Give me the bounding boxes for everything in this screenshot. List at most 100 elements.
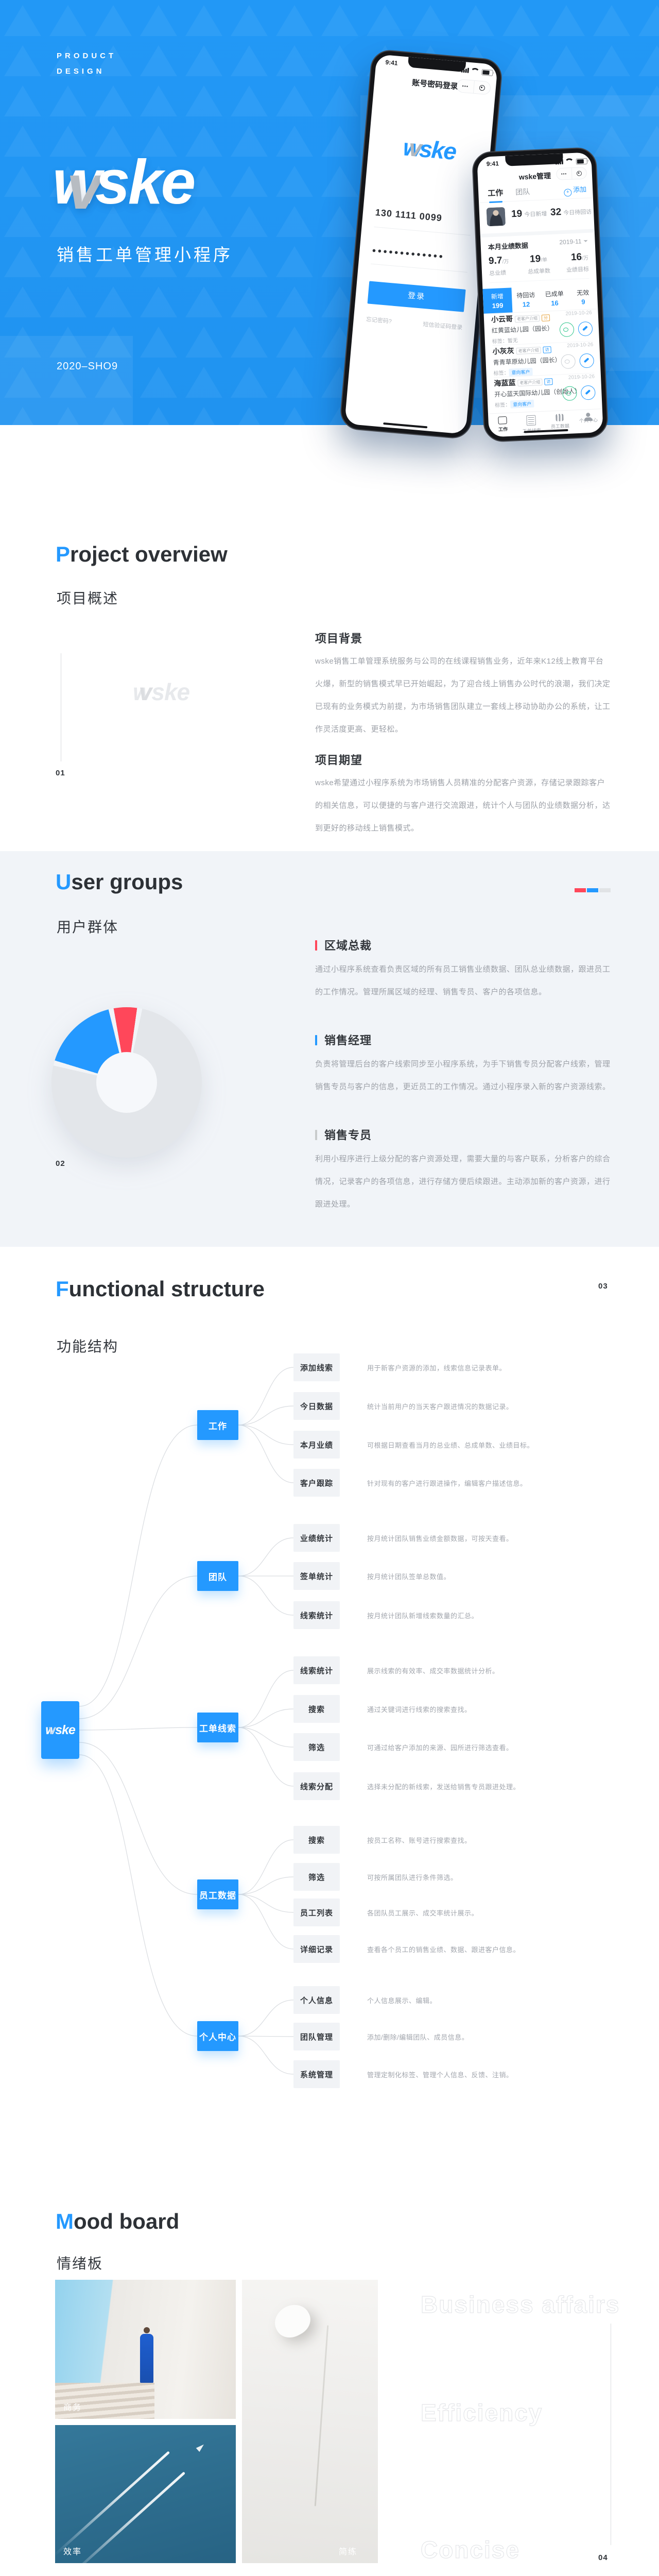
wechat-icon[interactable] — [561, 354, 576, 369]
mindmap-node-desc: 按员工名称、账号进行搜索查找。 — [367, 1837, 472, 1844]
businessman-figure — [138, 2327, 155, 2389]
nav-item-work[interactable]: 工作 — [488, 413, 517, 437]
mindmap-node-desc: 针对现有的客户进行跟进操作，编辑客户描述信息。 — [367, 1480, 527, 1487]
login-screen: 9:41 账号密码登录 ••• wvske 130 1111 0099 ●●●●… — [344, 54, 498, 434]
mindmap-node: 系统管理 — [293, 2060, 340, 2088]
mindmap-node-desc: 用于新客户资源的添加，线索信息记录表单。 — [367, 1364, 507, 1372]
contrail — [68, 2471, 186, 2563]
more-icon[interactable]: ••• — [556, 168, 573, 180]
bar-chart-icon — [556, 414, 564, 421]
stat-orders: 19/单总成单数 — [527, 253, 551, 275]
user-groups-title: User groups — [56, 870, 183, 894]
more-icon[interactable]: ••• — [457, 79, 475, 93]
mindmap-node: 员工列表 — [293, 1899, 340, 1926]
mindmap-node: 详细记录 — [293, 1935, 340, 1963]
battery-icon — [576, 158, 588, 165]
mindmap-node-desc: 各团队员工展示、成交率统计展示。 — [367, 1909, 479, 1917]
month-data-title: 本月业绩数据 — [488, 241, 529, 251]
mindmap-node: 添加线索 — [293, 1353, 340, 1381]
forgot-password-link[interactable]: 忘记密码? — [366, 316, 392, 325]
steps-texture — [55, 2382, 155, 2419]
month-picker[interactable]: 2019-11 — [559, 238, 588, 246]
sms-login-link[interactable]: 短信验证码登录 — [422, 321, 463, 331]
mindmap-node-desc: 按月统计团队销售业绩金额数据，可按天查看。 — [367, 1535, 513, 1543]
mood-photo-lamp: 简练 — [242, 2280, 378, 2563]
mindmap-node: 团队管理 — [293, 2023, 340, 2050]
mindmap-node: 线索统计 — [293, 1656, 340, 1684]
input-underline — [374, 226, 471, 236]
mood-title: Mood board — [56, 2209, 180, 2233]
mindmap-node: 搜索 — [293, 1695, 340, 1723]
add-button[interactable]: +添加 — [564, 184, 587, 197]
wechat-icon[interactable] — [559, 322, 575, 337]
close-circle-icon[interactable] — [474, 84, 490, 91]
phone-call-icon[interactable] — [580, 385, 596, 400]
tab-team[interactable]: 团队 — [515, 187, 530, 196]
mindmap-node-desc: 查看各个员工的销售业绩、数据、跟进客户信息。 — [367, 1946, 521, 1954]
login-links: 忘记密码? 短信验证码登录 — [366, 315, 463, 331]
legend-red — [575, 888, 586, 892]
mindmap-branch: 工单线索 — [197, 1713, 238, 1742]
lamp-stem — [314, 2325, 329, 2506]
mindmap-node: 业绩统计 — [293, 1524, 340, 1552]
avatar[interactable] — [486, 207, 506, 227]
overview-title: Project overview — [56, 542, 228, 566]
watermark-logo: wvske — [133, 679, 190, 705]
nav-item-profile[interactable]: 个人中心 — [574, 409, 603, 434]
page-number: 02 — [56, 1159, 65, 1168]
mindmap-node: 客户跟踪 — [293, 1469, 340, 1497]
mindmap-node: 本月业绩 — [293, 1431, 340, 1459]
login-button[interactable]: 登录 — [367, 281, 466, 312]
photo-label: 效率 — [63, 2548, 82, 2556]
phone-number-input[interactable]: 130 1111 0099 — [375, 207, 443, 224]
mindmap-branch: 个人中心 — [197, 2021, 238, 2051]
group-heading: 销售经理 — [315, 1031, 372, 1048]
phone-call-icon[interactable] — [578, 321, 593, 336]
wifi-icon — [470, 67, 480, 78]
mindmap-node-desc: 按月统计团队新增线索数量的汇总。 — [367, 1612, 479, 1620]
wechat-icon[interactable] — [562, 386, 578, 401]
page-number: 04 — [598, 2553, 608, 2562]
mood-keyword: Concise — [420, 2536, 520, 2563]
close-circle-icon[interactable] — [571, 171, 586, 176]
mood-keyword: Efficiency — [420, 2399, 543, 2426]
password-input[interactable]: ●●●●●●●●●●●●● — [372, 246, 445, 261]
phone-call-icon[interactable] — [579, 353, 595, 368]
photo-label: 商务 — [63, 2403, 82, 2412]
month-stats: 9.7/万总业绩 19/单总成单数 16/万业绩目标 — [488, 251, 589, 283]
person-icon — [586, 412, 591, 417]
miniprogram-capsule[interactable]: ••• — [556, 166, 587, 180]
user-groups-subtitle: 用户群体 — [57, 919, 119, 935]
mindmap-node-desc: 按月统计团队签单总数值。 — [367, 1573, 451, 1581]
functional-subtitle: 功能结构 — [57, 1338, 119, 1354]
mindmap-node-desc: 管理定制化标签、管理个人信息、反馈、注销。 — [367, 2071, 513, 2079]
eyebrow-text: PRODUCT DESIGN — [57, 52, 117, 76]
mood-photo-airplane: 效率 — [55, 2425, 236, 2563]
mind-map-connectors — [79, 1367, 294, 2075]
mindmap-node-desc: 可按所属团队进行条件筛选。 — [367, 1874, 458, 1882]
mindmap-branch: 工作 — [197, 1410, 238, 1440]
tab-work[interactable]: 工作 — [488, 187, 504, 198]
miniprogram-capsule[interactable]: ••• — [456, 78, 492, 95]
group-paragraph: 负责将管理后台的客户线索同步至小程序系统，为手下销售专员分配客户线索，管理销售专… — [315, 1060, 611, 1091]
group-paragraph: wske希望通过小程序系统为市场销售人员精准的分配客户资源，存储记录跟踪客户的相… — [315, 778, 611, 833]
group-heading: 销售专员 — [315, 1126, 372, 1143]
mindmap-node-desc: 可根据日期查看当月的总业绩、总成单数、业绩目标。 — [367, 1442, 534, 1449]
mindmap-node: 线索分配 — [293, 1772, 340, 1800]
mindmap-node: 筛选 — [293, 1863, 340, 1891]
group-heading: 项目期望 — [315, 754, 363, 767]
stat-target: 16/万业绩目标 — [566, 251, 589, 274]
mindmap-node: 筛选 — [293, 1733, 340, 1761]
